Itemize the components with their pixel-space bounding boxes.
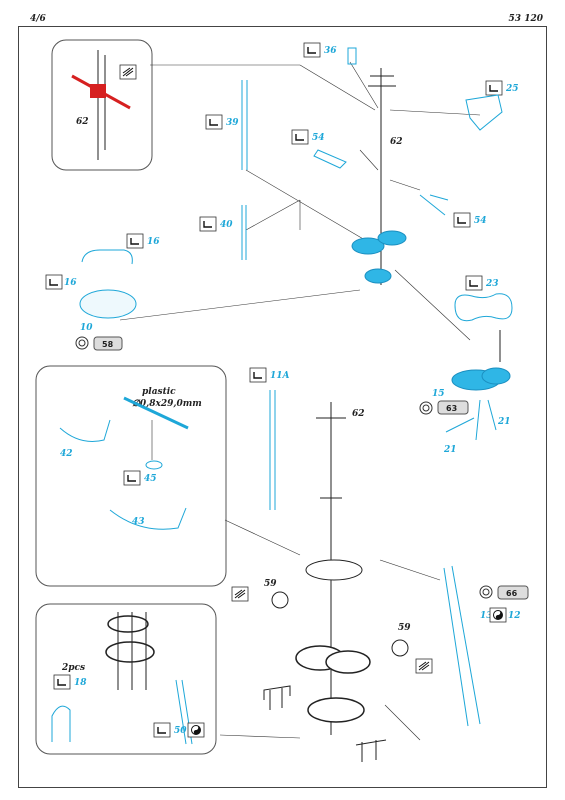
- label-21-left: 21: [443, 445, 457, 455]
- bend-icon: [303, 42, 321, 58]
- paint-icon: [415, 658, 433, 674]
- label-59-left: 59: [264, 579, 277, 589]
- inset-boats: plastic ∅0,8x29,0mm 42 45 43: [35, 365, 227, 587]
- bend-icon: [199, 216, 217, 232]
- label-12: 12: [508, 611, 521, 621]
- bend-icon: [465, 275, 483, 291]
- label-54-left: 54: [312, 133, 325, 143]
- label-21-right: 21: [497, 417, 511, 427]
- label-42: 42: [60, 449, 73, 459]
- ref-66: 66: [506, 589, 518, 598]
- label-43: 43: [132, 517, 145, 527]
- label-40: 40: [220, 220, 233, 230]
- label-23: 23: [485, 279, 499, 289]
- label-54-right: 54: [474, 216, 487, 226]
- label-36: 36: [324, 46, 337, 56]
- label-10: 10: [80, 323, 93, 333]
- paint-icon: [119, 64, 137, 80]
- label-62-mast: 62: [390, 137, 403, 147]
- bend-icon: [53, 674, 71, 690]
- label-59-right: 59: [398, 623, 411, 633]
- label-50: 50: [174, 726, 187, 736]
- inset-platform-assembly: 2pcs 18 50: [35, 603, 217, 755]
- label-16-top: 16: [147, 237, 160, 247]
- glue-icon: [479, 585, 493, 599]
- label-62-inset: 62: [76, 117, 89, 127]
- label-45: 45: [144, 474, 157, 484]
- page-frame: [18, 26, 547, 788]
- label-62-lower: 62: [352, 409, 365, 419]
- fold-icon: [489, 607, 507, 623]
- ladder-39: [241, 80, 248, 170]
- rod-size: ∅0,8x29,0mm: [132, 399, 202, 409]
- bend-icon: [126, 233, 144, 249]
- label-16-left: 16: [64, 278, 77, 288]
- bend-icon: [153, 722, 171, 738]
- pieces-count: 2pcs: [61, 663, 85, 673]
- label-13: 13: [480, 611, 493, 621]
- label-11a: 11A: [270, 371, 290, 381]
- bend-icon: [249, 367, 267, 383]
- fold-icon: [187, 722, 205, 738]
- bend-icon: [205, 114, 223, 130]
- ref-58: 58: [102, 340, 114, 349]
- bend-icon: [291, 129, 309, 145]
- inset-mast-detail: 62: [51, 39, 153, 171]
- label-18: 18: [74, 678, 87, 688]
- upper-mast: [119, 61, 481, 341]
- plastic-label: plastic: [142, 387, 176, 397]
- glue-icon: [75, 336, 89, 350]
- bend-icon: [123, 470, 141, 486]
- product-code: 53 120: [508, 14, 543, 24]
- lower-mast: [219, 402, 441, 762]
- page-number: 4/6: [30, 14, 46, 24]
- glue-icon: [419, 401, 433, 415]
- ref-63: 63: [446, 404, 457, 413]
- bend-icon: [453, 212, 471, 228]
- bend-icon: [45, 274, 63, 290]
- label-15: 15: [432, 389, 445, 399]
- paint-icon: [231, 586, 249, 602]
- bend-icon: [485, 80, 503, 96]
- label-39: 39: [226, 118, 239, 128]
- label-25: 25: [505, 84, 519, 94]
